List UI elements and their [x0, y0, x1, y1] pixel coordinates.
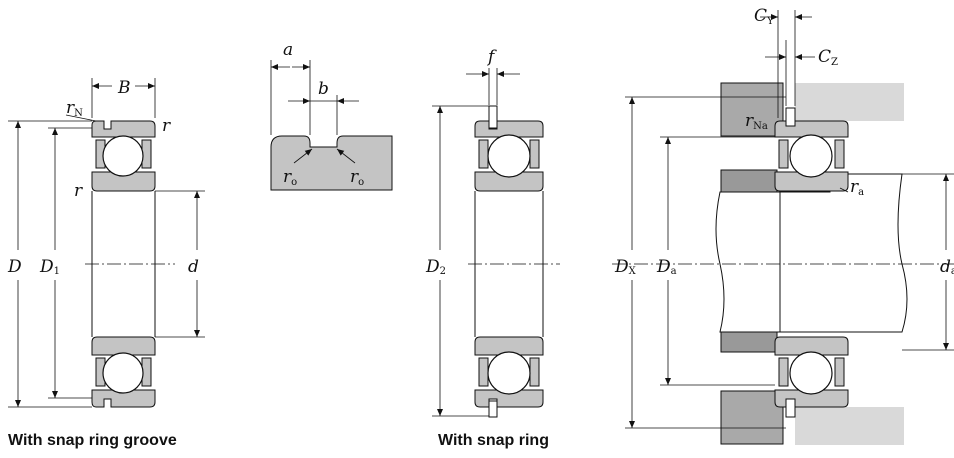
- snap-ring-groove-bearing: [8, 78, 205, 408]
- dim-rNa-label: rNa: [745, 111, 768, 132]
- dim-Da-label: Da: [656, 257, 677, 277]
- dim-a-label: a: [283, 40, 293, 60]
- dim-CZ-label: CZ: [818, 47, 838, 68]
- dim-ro-left-label: ro: [283, 167, 297, 188]
- caption-snap-ring-groove: With snap ring groove: [8, 432, 177, 449]
- dim-da-label: da: [940, 257, 954, 277]
- dim-b-label: b: [318, 79, 329, 99]
- dim-ra-label: ra: [850, 177, 864, 198]
- dim-f-label: f: [486, 47, 497, 67]
- caption-snap-ring: With snap ring: [438, 432, 549, 449]
- dim-D1-label: D1: [39, 257, 60, 277]
- dim-D2-label: D2: [425, 257, 446, 277]
- dim-CY-label: CY: [754, 6, 774, 27]
- dim-D-label: D: [7, 257, 22, 277]
- dim-DX-label: DX: [614, 257, 637, 277]
- groove-detail: [270, 60, 393, 191]
- dim-B-label: B: [117, 78, 131, 98]
- mounting-diagram: [612, 10, 954, 445]
- dim-r-top-label: r: [162, 116, 171, 136]
- dim-ro-right-label: ro: [350, 167, 364, 188]
- dim-rN-label: rN: [66, 98, 83, 119]
- dim-r-label: r: [74, 181, 83, 201]
- dim-d-label: d: [188, 257, 199, 277]
- snap-ring-bearing: [432, 68, 560, 418]
